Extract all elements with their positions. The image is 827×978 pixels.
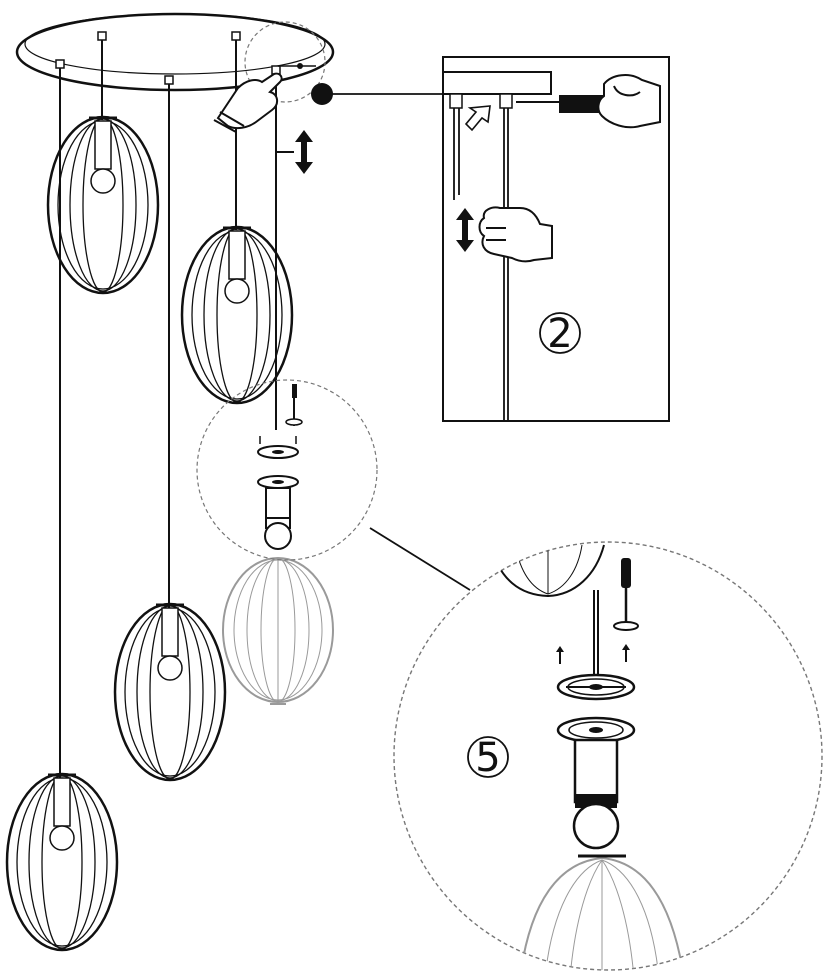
cap-plate-top (556, 673, 636, 701)
hand-screwdriver-icon (516, 74, 661, 129)
pendant-shade-4 (5, 772, 119, 952)
step-number-5: 5 (475, 735, 500, 781)
step-number-circle-5 (467, 736, 509, 778)
detail-panel-step-2: 2 (442, 56, 670, 422)
detail-callout-small (196, 379, 471, 591)
step-number-2: 2 (547, 311, 572, 357)
bulb (572, 802, 620, 850)
screwdriver-icon (613, 558, 639, 631)
screw-right (622, 644, 630, 662)
cap-plate-bottom (556, 716, 636, 744)
ceiling-canopy (15, 12, 335, 103)
hand-grip-icon (478, 206, 553, 263)
hand-cursor-icon (213, 72, 283, 133)
screw-left (556, 646, 564, 664)
pendant-shade-3 (113, 602, 227, 782)
step-number-circle-2 (539, 312, 581, 354)
pendant-shade-1 (46, 115, 160, 295)
up-down-arrow-icon (295, 130, 313, 174)
lamp-holder (573, 738, 619, 808)
leader-line-2 (311, 83, 444, 105)
arrow-icon (464, 105, 491, 132)
pendant-shade-faint (222, 557, 334, 703)
detail-callout-step-5: 5 (393, 541, 823, 971)
